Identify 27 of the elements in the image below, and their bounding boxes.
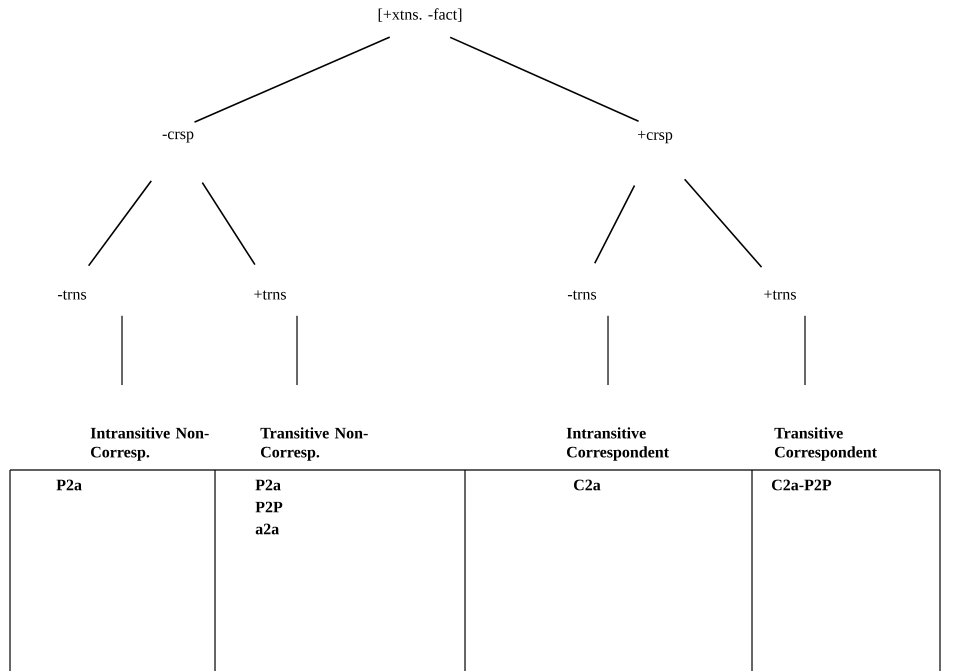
branch-line: [684, 178, 762, 268]
feature-label: -trns: [568, 290, 596, 300]
table-entry: a2a: [256, 524, 279, 534]
branch-line: [804, 316, 806, 386]
feature-label: -crsp: [162, 132, 194, 142]
table-entry: C2a-P2P: [772, 480, 832, 490]
category-label: Intransitive Non-Corresp.: [90, 427, 209, 461]
table-entry: P2P: [255, 502, 282, 512]
branch-line: [121, 316, 123, 386]
category-label: Transitive Correspondent: [774, 427, 877, 461]
table-entry: C2a: [574, 480, 601, 490]
branch-line: [296, 316, 298, 386]
feature-label: +crsp: [638, 130, 672, 144]
category-label: Transitive Non-Corresp.: [260, 427, 368, 461]
feature-label: [+xtns. -fact]: [378, 8, 462, 22]
branch-line: [88, 180, 152, 266]
branch-line: [450, 36, 639, 122]
table-entry: P2a: [56, 480, 82, 490]
feature-label: +trns: [254, 290, 286, 300]
branch-line: [594, 185, 636, 264]
branch-line: [194, 36, 390, 123]
category-label: Intransitive Correspondent: [566, 427, 669, 461]
branch-line: [202, 182, 256, 266]
table-entry: P2a: [255, 480, 281, 490]
feature-label: -trns: [58, 290, 86, 300]
branch-line: [607, 316, 609, 386]
feature-label: +trns: [764, 290, 796, 300]
